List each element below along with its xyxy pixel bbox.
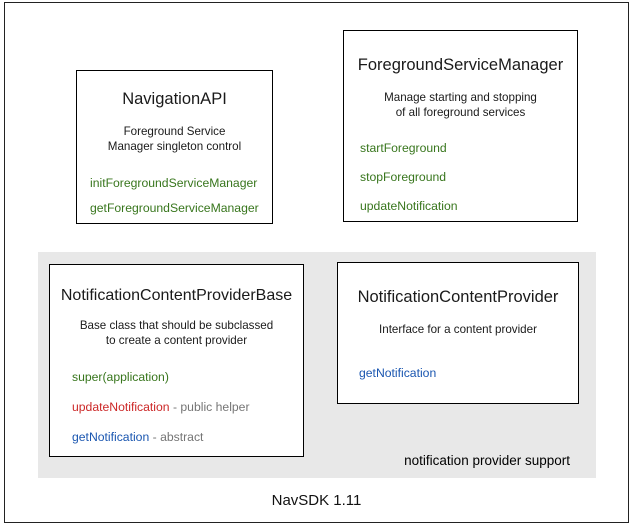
class-description-notification-content-provider: Interface for a content provider [338, 322, 578, 337]
class-description-foreground-service-manager: Manage starting and stopping of all fore… [344, 90, 577, 121]
class-description-line: Base class that should be subclassed [79, 319, 274, 333]
member-row[interactable]: startForeground [360, 141, 577, 155]
member-name: stopForeground [360, 170, 447, 185]
member-list-notification-content-provider-base: super(application) updateNotification - … [50, 370, 303, 444]
group-panel-label: notification provider support [404, 453, 570, 468]
member-row[interactable]: stopForeground [360, 170, 577, 184]
class-description-line: Interface for a content provider [379, 322, 537, 336]
class-box-foreground-service-manager[interactable]: ForegroundServiceManager Manage starting… [343, 30, 578, 222]
class-description-line: Manage starting and stopping [384, 90, 537, 104]
diagram-outer-frame [4, 2, 629, 523]
class-description-navigation-api: Foreground Service Manager singleton con… [77, 124, 272, 155]
member-list-navigation-api: initForegroundServiceManager getForegrou… [77, 176, 272, 215]
class-description-line: Manager singleton control [107, 140, 242, 154]
member-note: - public helper [169, 399, 250, 414]
member-row[interactable]: initForegroundServiceManager [90, 176, 272, 190]
member-list-notification-content-provider: getNotification [338, 366, 578, 380]
class-box-navigation-api[interactable]: NavigationAPI Foreground Service Manager… [76, 70, 273, 224]
class-description-line: of all foreground services [395, 106, 526, 120]
class-title-navigation-api: NavigationAPI [122, 90, 227, 108]
member-name: getForegroundServiceManager [90, 201, 259, 216]
member-name: initForegroundServiceManager [90, 176, 258, 191]
class-description-notification-content-provider-base: Base class that should be subclassed to … [50, 318, 303, 349]
member-row[interactable]: updateNotification - public helper [72, 400, 303, 414]
member-name: startForeground [360, 141, 447, 156]
member-name: getNotification [72, 429, 150, 444]
class-title-notification-content-provider-base: NotificationContentProviderBase [60, 287, 293, 304]
member-row[interactable]: getNotification [359, 366, 578, 380]
class-box-notification-content-provider[interactable]: NotificationContentProvider Interface fo… [337, 262, 579, 404]
diagram-footer-caption: NavSDK 1.11 [271, 492, 362, 509]
member-note: - abstract [149, 429, 204, 444]
class-title-foreground-service-manager: ForegroundServiceManager [357, 56, 564, 74]
class-description-line: to create a content provider [105, 334, 248, 348]
member-name: super(application) [72, 369, 169, 384]
class-title-notification-content-provider: NotificationContentProvider [357, 288, 559, 306]
member-row[interactable]: getForegroundServiceManager [90, 201, 272, 215]
member-name: getNotification [359, 366, 437, 381]
member-row[interactable]: getNotification - abstract [72, 430, 303, 444]
member-row[interactable]: updateNotification [360, 199, 577, 213]
member-list-foreground-service-manager: startForeground stopForeground updateNot… [344, 141, 577, 213]
class-description-line: Foreground Service [123, 124, 226, 138]
member-row[interactable]: super(application) [72, 370, 303, 384]
class-box-notification-content-provider-base[interactable]: NotificationContentProviderBase Base cla… [49, 264, 304, 457]
member-name: updateNotification [72, 399, 170, 414]
member-name: updateNotification [360, 199, 458, 214]
